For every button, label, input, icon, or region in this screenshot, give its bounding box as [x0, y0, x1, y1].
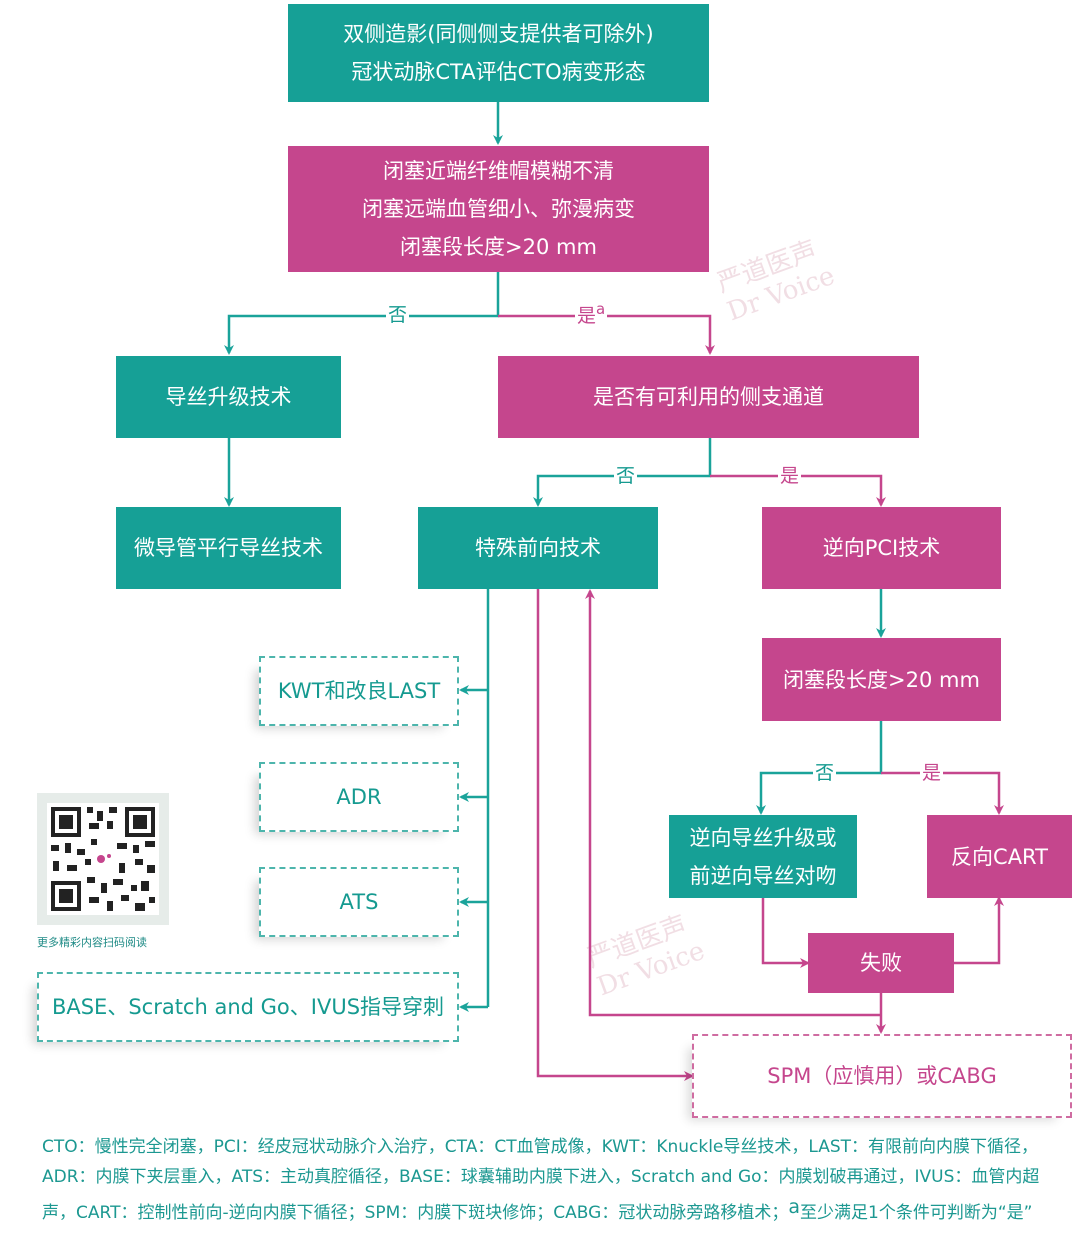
- qr-code: [37, 793, 169, 925]
- retrograde-pci-node: 逆向PCI技术: [762, 507, 1001, 589]
- base-node: BASE、Scratch and Go、IVUS指导穿刺: [37, 972, 459, 1042]
- micro-parallel-node: 微导管平行导丝技术: [116, 507, 341, 589]
- no-label: 否: [813, 762, 837, 784]
- criteria-node: 闭塞近端纤维帽模糊不清闭塞远端血管细小、弥漫病变闭塞段长度>20 mm: [288, 146, 709, 272]
- failure-node: 失败: [808, 933, 954, 993]
- spm-node: SPM（应慎用）或CABG: [692, 1034, 1072, 1118]
- yes-label: 是: [778, 465, 802, 487]
- side-branch-node: 是否有可利用的侧支通道: [498, 356, 919, 438]
- reverse-cart-node: 反向CART: [927, 815, 1072, 898]
- qr-code-icon: [47, 803, 159, 915]
- footnote: CTO：慢性完全闭塞，PCI：经皮冠状动脉介入治疗，CTA：CT血管成像，KWT…: [42, 1137, 1040, 1223]
- retro-wire-node: 逆向导丝升级或前逆向导丝对吻: [669, 815, 857, 898]
- yes-label: 是a: [575, 298, 608, 327]
- no-label: 否: [614, 465, 638, 487]
- start-node: 双侧造影(同侧侧支提供者可除外)冠状动脉CTA评估CTO病变形态: [288, 4, 709, 102]
- wire-upgrade-node: 导丝升级技术: [116, 356, 341, 438]
- yes-label: 是: [920, 762, 944, 784]
- ats-node: ATS: [259, 867, 459, 937]
- length-node: 闭塞段长度>20 mm: [762, 638, 1001, 721]
- qr-caption: 更多精彩内容扫码阅读: [37, 936, 147, 949]
- kwt-node: KWT和改良LAST: [259, 656, 459, 726]
- adr-node: ADR: [259, 762, 459, 832]
- no-label: 否: [386, 304, 410, 326]
- special-antegrade-node: 特殊前向技术: [418, 507, 658, 589]
